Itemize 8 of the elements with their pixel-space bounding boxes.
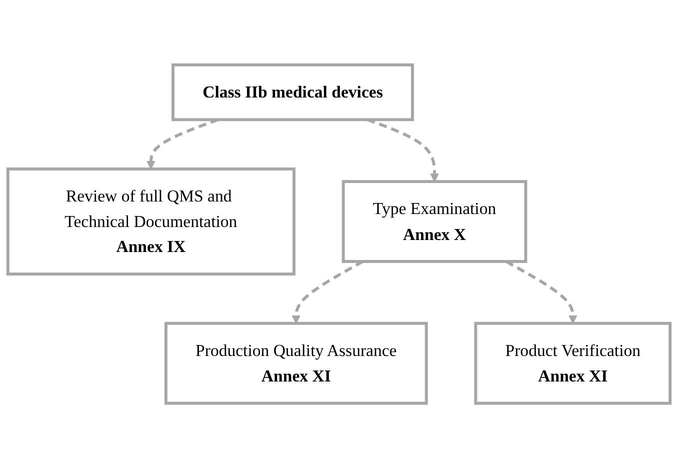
flowchart: Class IIb medical devices Review of full QMS and Technical Documentation Annex IX Type Examination Annex X Production Quality Assurance Annex XI Product Verification Annex XI (0, 56, 678, 412)
arrow (292, 260, 364, 324)
node-box (342, 180, 528, 263)
node-box (6, 167, 296, 276)
node-box (164, 322, 428, 405)
node-box (172, 63, 414, 122)
arrow (505, 260, 578, 324)
node-box (474, 322, 672, 405)
